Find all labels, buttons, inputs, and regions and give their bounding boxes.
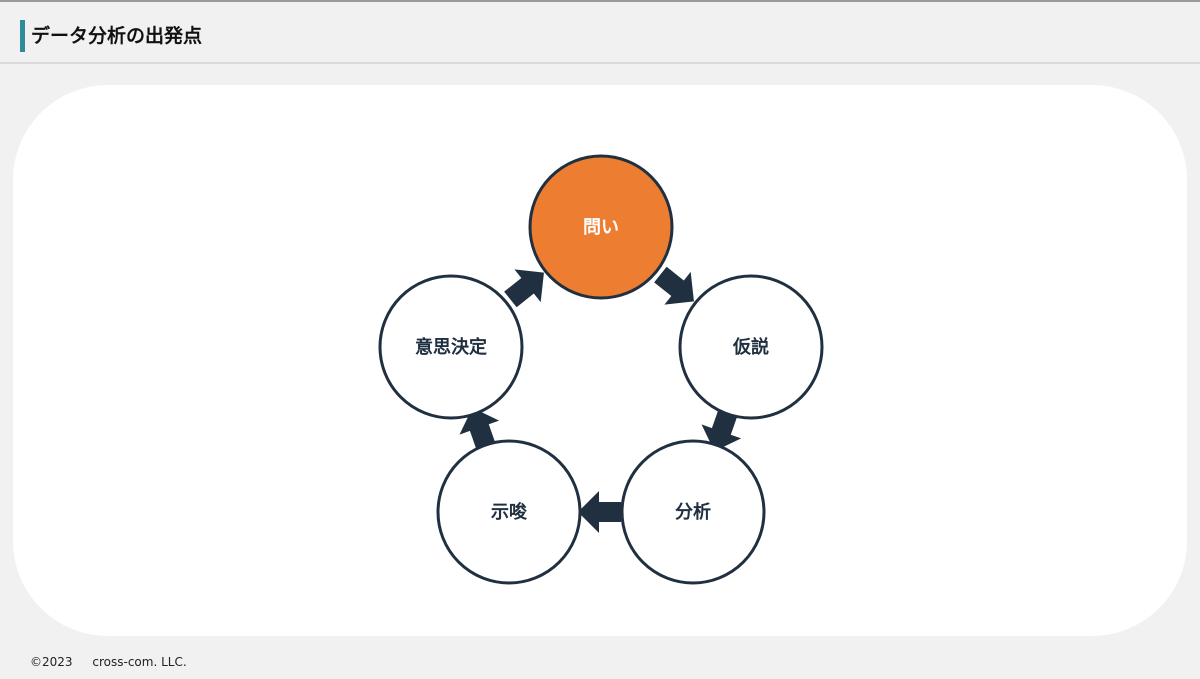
top-border bbox=[0, 0, 1200, 2]
cycle-node-2: 仮説 bbox=[678, 274, 824, 420]
node-circle bbox=[436, 439, 582, 585]
node-label: 仮説 bbox=[732, 336, 769, 358]
node-label: 分析 bbox=[675, 501, 711, 523]
copyright: ©2023 bbox=[30, 655, 73, 669]
cycle-arrow-icon bbox=[504, 269, 544, 308]
node-circle bbox=[678, 274, 824, 420]
footer: ©2023 cross-com. LLC. bbox=[30, 655, 203, 669]
page-title: データ分析の出発点 bbox=[31, 25, 203, 47]
cycle-arrow-icon bbox=[459, 407, 500, 452]
cycle-arrow-icon bbox=[654, 266, 694, 305]
node-label: 意思決定 bbox=[415, 336, 487, 358]
node-circle bbox=[378, 274, 524, 420]
cycle-arrow-icon bbox=[578, 491, 621, 533]
cycle-node-5: 意思決定 bbox=[378, 274, 524, 420]
cycle-node-4: 示唆 bbox=[436, 439, 582, 585]
title-accent-bar bbox=[20, 20, 25, 52]
node-label: 示唆 bbox=[491, 501, 528, 523]
company-name: cross-com. LLC. bbox=[92, 655, 187, 669]
node-circle bbox=[620, 439, 766, 585]
cycle-node-1: 問い bbox=[528, 154, 674, 300]
cycle-node-3: 分析 bbox=[620, 439, 766, 585]
node-circle bbox=[528, 154, 674, 300]
node-label: 問い bbox=[583, 217, 619, 238]
cycle-arrow-icon bbox=[701, 407, 742, 452]
header: データ分析の出発点 bbox=[0, 2, 1200, 64]
